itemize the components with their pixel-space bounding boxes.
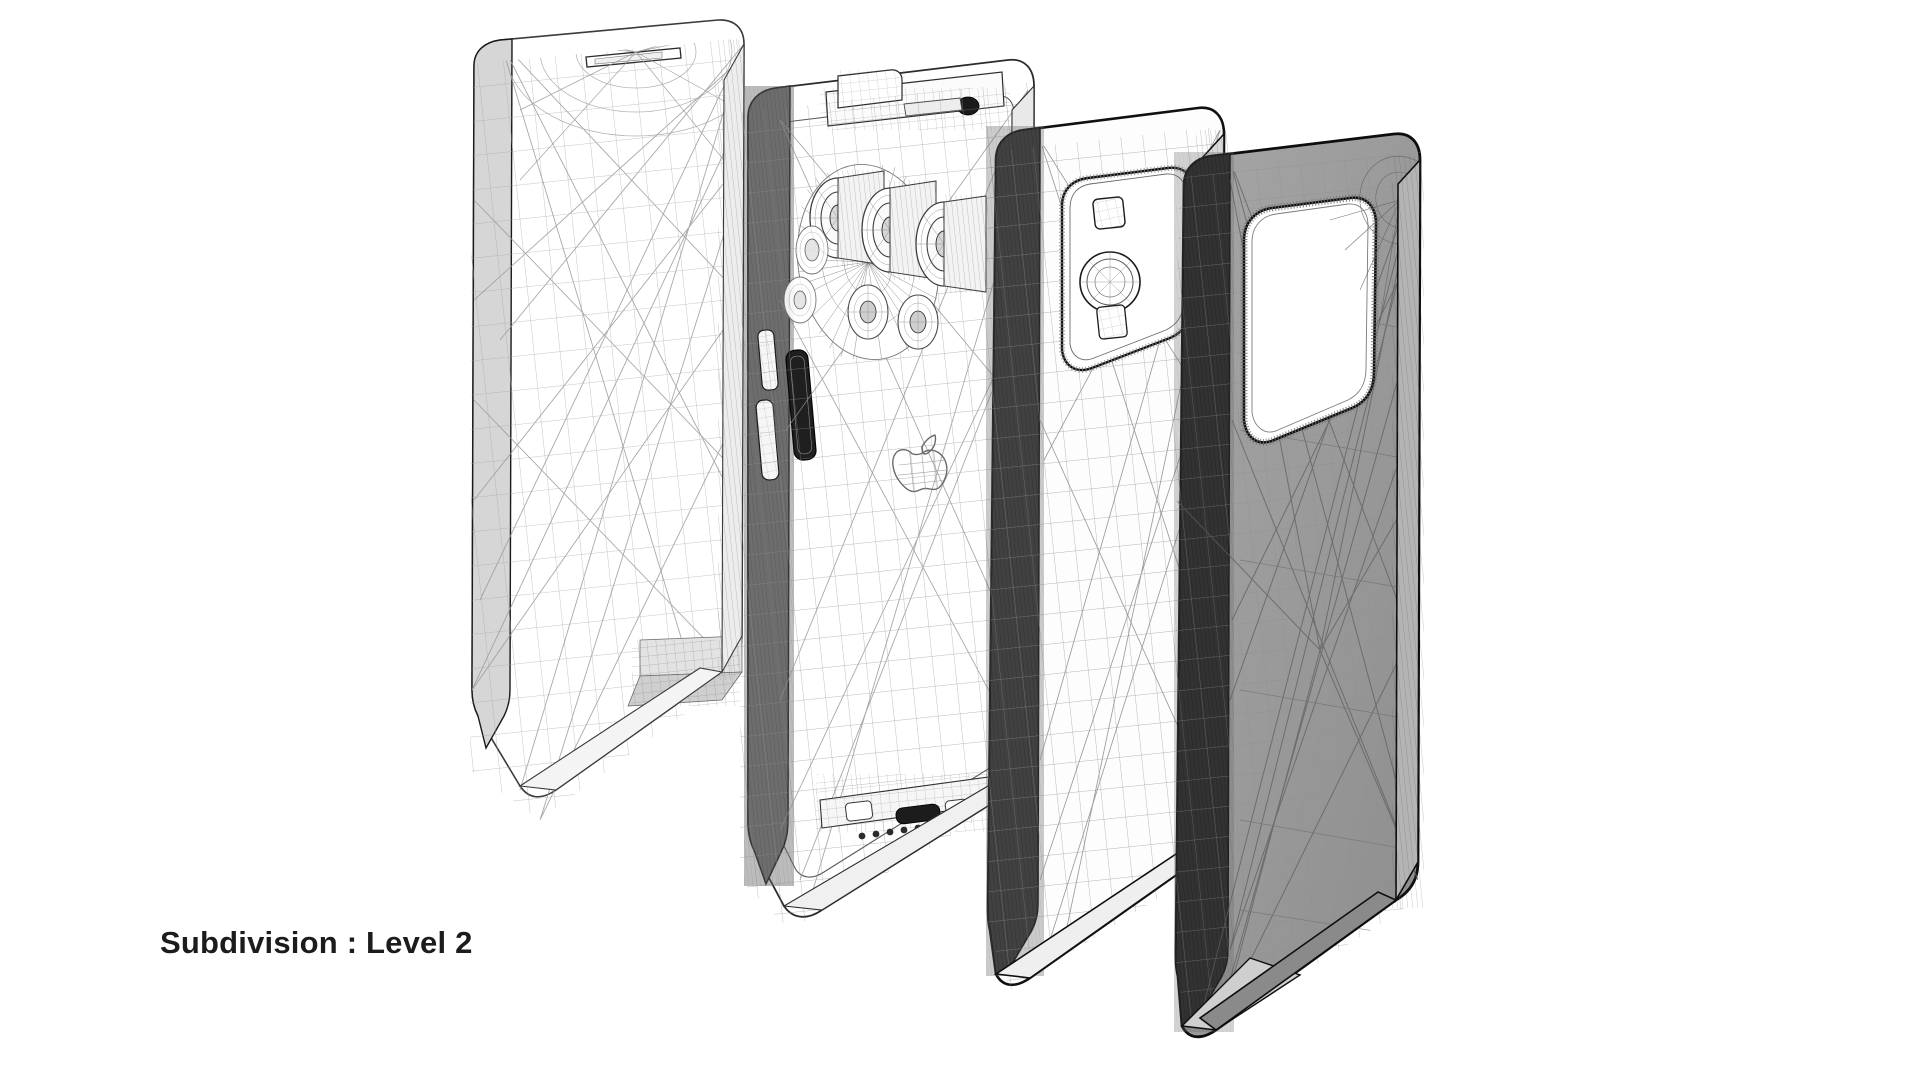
- back-glass-camera-cutout: [1240, 194, 1380, 446]
- flash-cutout: [1092, 196, 1126, 230]
- camera-flash-module: [847, 284, 889, 340]
- camera-lens-stack: [783, 164, 988, 360]
- apple-logo: [892, 434, 948, 493]
- part-front-glass: [470, 19, 745, 820]
- camera-lidar-module: [897, 294, 939, 350]
- lightning-port: [895, 803, 941, 825]
- camera-bump-cutout: [1059, 164, 1198, 373]
- subdivision-level-caption: Subdivision : Level 2: [160, 925, 473, 960]
- part-back-glass: [1174, 132, 1424, 1042]
- lens-cutout: [1079, 251, 1141, 313]
- display-notch: [585, 47, 682, 68]
- camera-sensor-cluster: [783, 225, 829, 324]
